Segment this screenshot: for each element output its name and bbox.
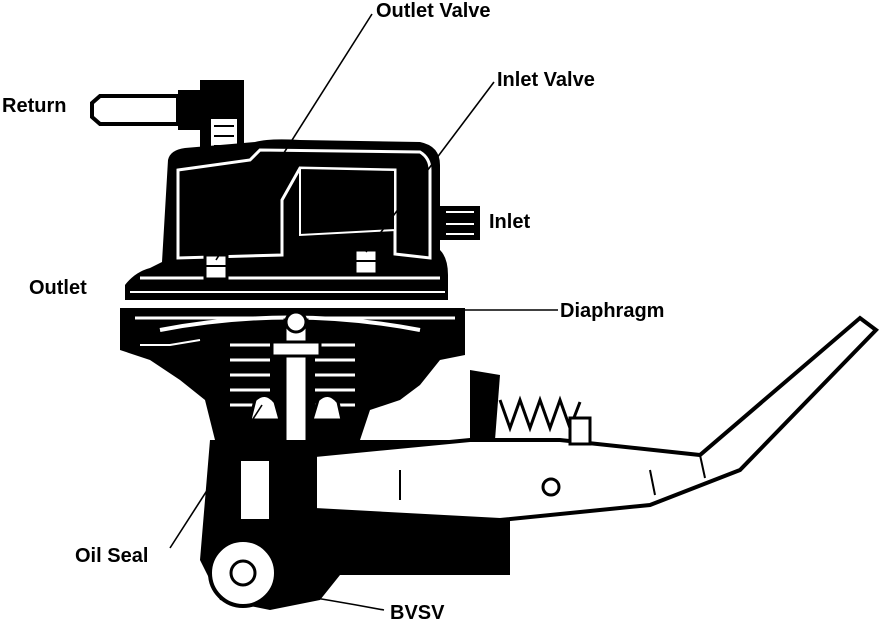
label-inlet-valve: Inlet Valve [497, 69, 595, 91]
label-return: Return [2, 95, 66, 117]
inlet-pipe [436, 206, 480, 240]
inlet-valve [353, 248, 379, 276]
label-outlet-valve: Outlet Valve [376, 0, 491, 22]
label-bvsv: BVSV [390, 602, 445, 624]
leader-lines [169, 13, 558, 611]
rocker-spring [470, 370, 592, 446]
upper-chamber [125, 139, 448, 300]
diaphragm-spring [230, 343, 355, 407]
rocker-arm [313, 315, 880, 523]
label-outlet: Outlet [29, 277, 87, 299]
outlet-valve [203, 253, 229, 281]
label-inlet: Inlet [489, 211, 530, 233]
label-oil-seal: Oil Seal [75, 545, 148, 567]
label-diaphragm: Diaphragm [560, 300, 664, 322]
oil-seal [248, 394, 344, 422]
bvsv [208, 538, 278, 608]
